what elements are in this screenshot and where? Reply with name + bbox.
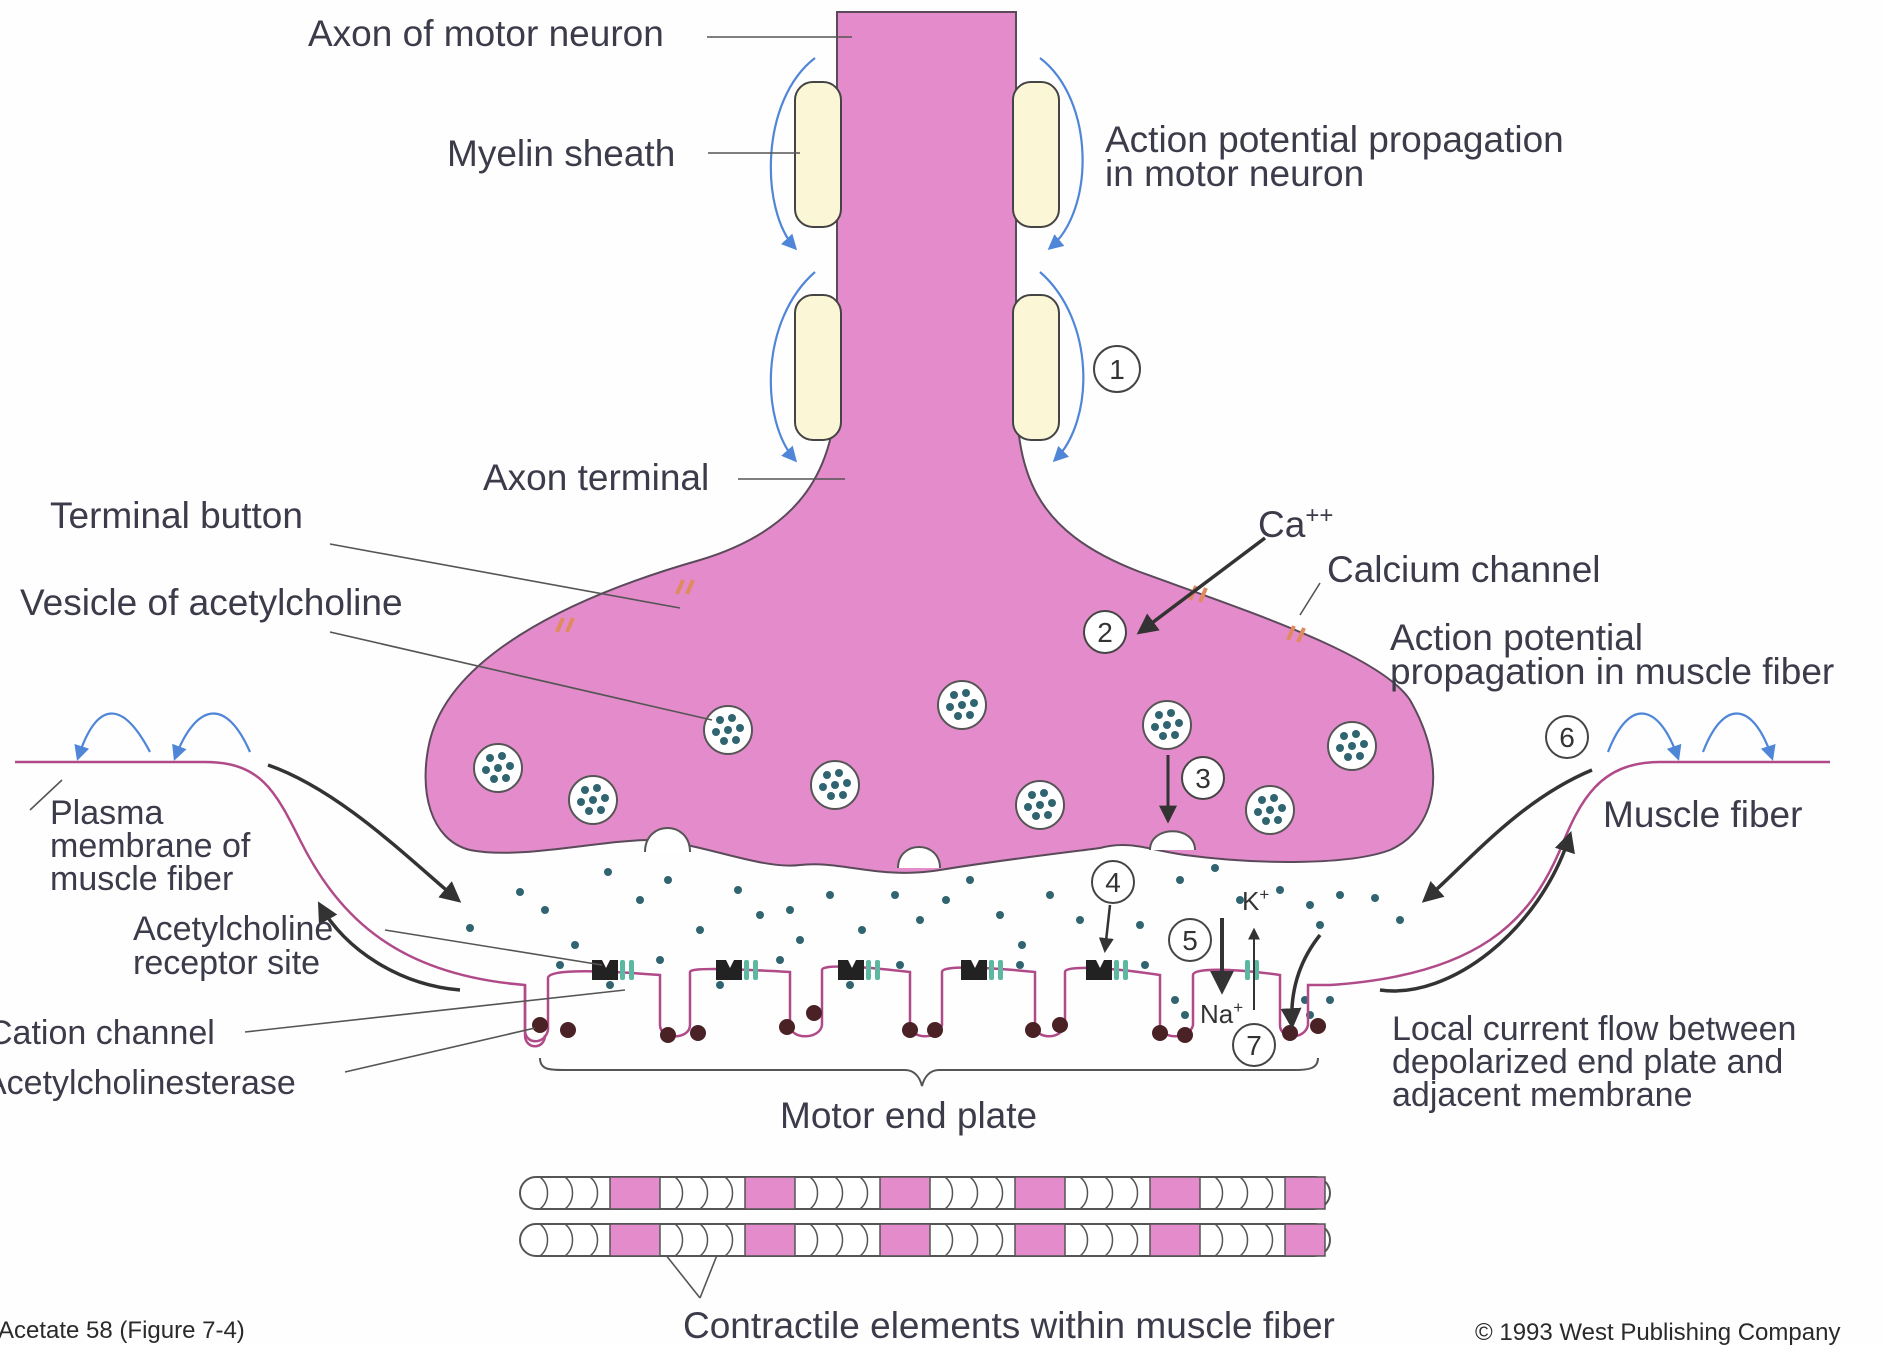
label-ach-receptor-line1: Acetylcholine [133,910,333,948]
label-copyright: © 1993 West Publishing Company [1475,1319,1840,1345]
label-na-ion: Na+ [1200,998,1243,1029]
step-2-label: 2 [1097,617,1113,648]
contractile-elements [520,1177,1330,1256]
label-axon: Axon of motor neuron [308,13,664,54]
label-ca-ion: Ca++ [1258,502,1333,545]
label-cation-channel: Cation channel [0,1014,215,1052]
step-1-label: 1 [1109,354,1125,385]
label-plasma-line3: muscle fiber [50,860,233,898]
label-ap-muscle-line2: propagation in muscle fiber [1390,651,1834,692]
label-ap-motor-line2: in motor neuron [1105,153,1364,194]
label-terminal-button: Terminal button [50,495,303,536]
label-na: Na [1200,999,1234,1029]
label-contractile-elements: Contractile elements within muscle fiber [683,1305,1335,1345]
label-muscle-fiber: Muscle fiber [1603,794,1802,835]
step-3-label: 3 [1195,763,1211,794]
label-ca: Ca [1258,504,1306,545]
label-acetate: Acetate 58 (Figure 7-4) [0,1317,245,1344]
label-k-sup: + [1259,885,1269,904]
label-k-ion: K+ [1242,885,1269,916]
label-axon-terminal: Axon terminal [483,457,709,498]
label-motor-end-plate: Motor end plate [780,1095,1037,1136]
label-myelin-sheath: Myelin sheath [447,133,675,174]
step-4-label: 4 [1105,867,1121,898]
label-local-current-line3: adjacent membrane [1392,1076,1693,1114]
step-6-label: 6 [1559,722,1575,753]
label-na-sup: + [1233,998,1243,1017]
label-acetylcholinesterase: Acetylcholinesterase [0,1064,296,1102]
label-ca-sup: ++ [1305,502,1333,529]
label-ach-receptor-line2: receptor site [133,944,320,982]
label-calcium-channel: Calcium channel [1327,549,1601,590]
end-plate-brace [540,1058,1318,1086]
step-5-label: 5 [1182,925,1198,956]
step-7-label: 7 [1246,1030,1262,1061]
label-k: K [1242,886,1260,916]
label-vesicle: Vesicle of acetylcholine [20,582,403,623]
